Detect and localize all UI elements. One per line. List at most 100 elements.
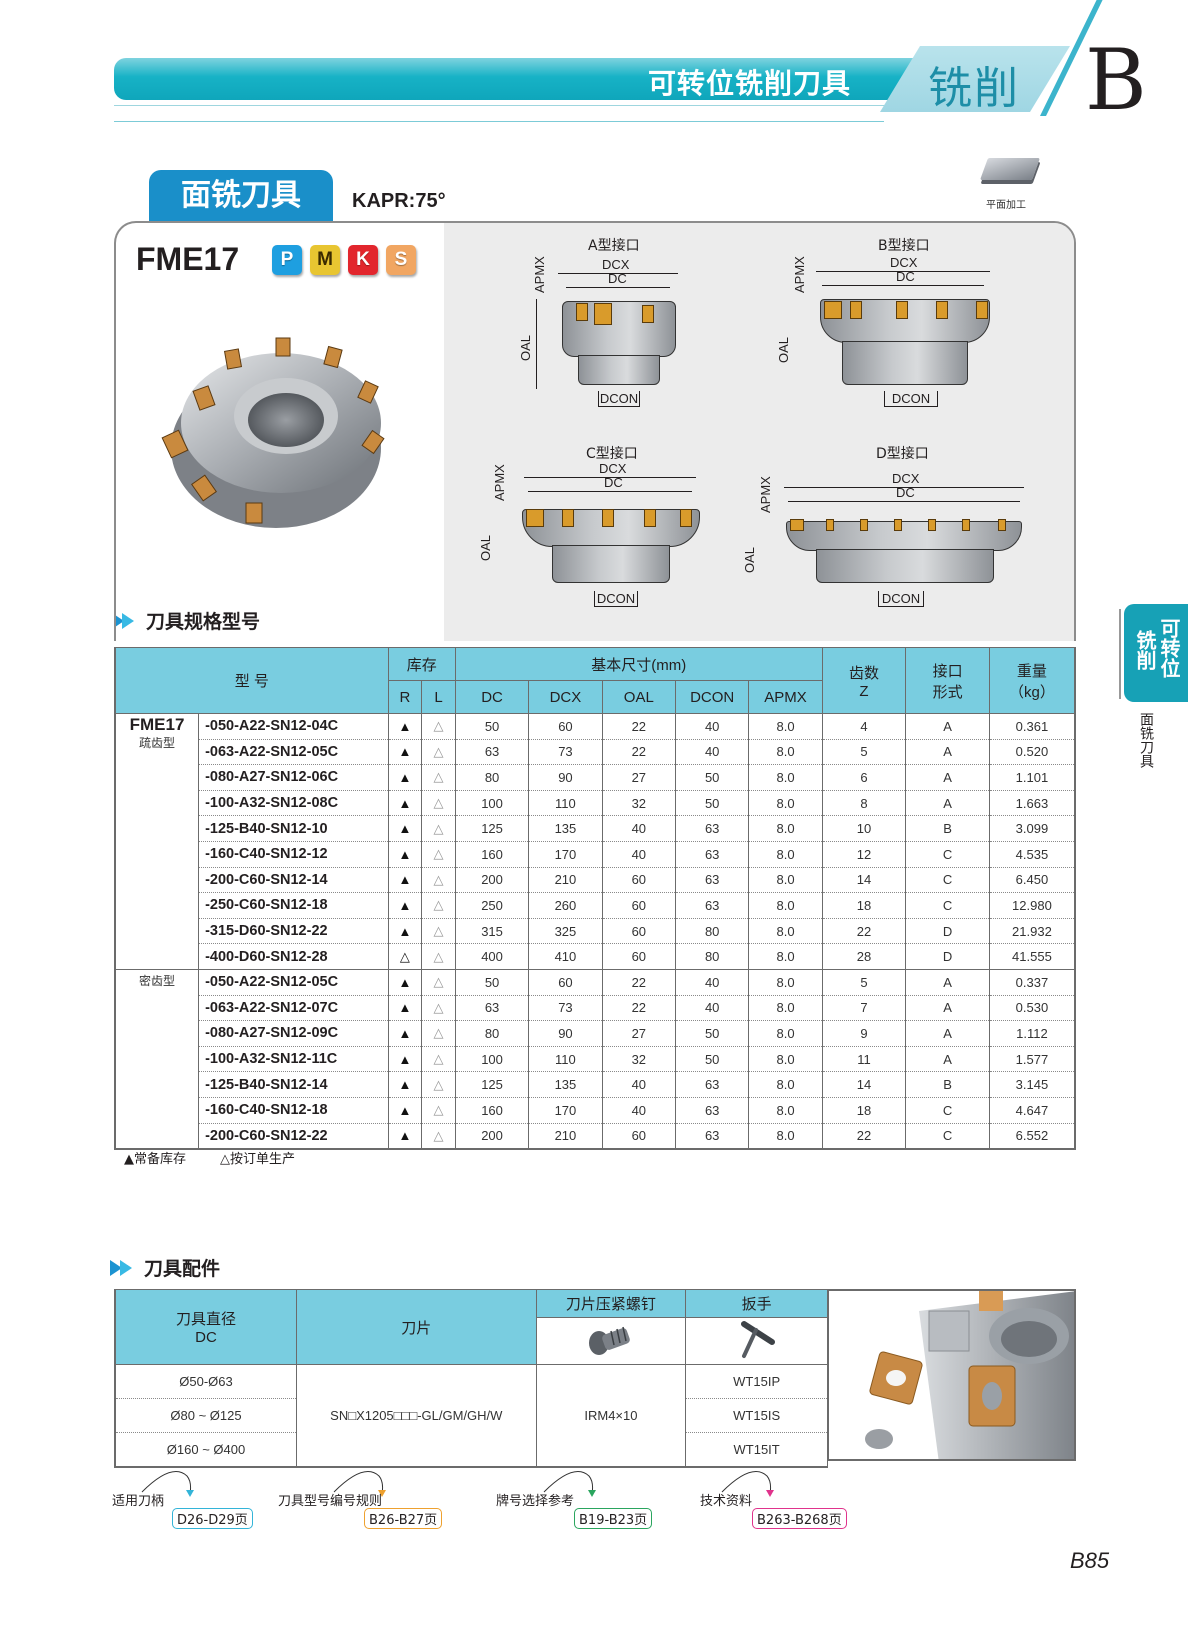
dcx-cell: 90 [528,1020,603,1047]
dc-cell: 100 [454,790,530,817]
series-cell: 密齿型 [114,969,200,1150]
oal-cell: 22 [601,969,676,996]
l-cell: △ [421,892,456,919]
r-cell: ▲ [387,867,423,894]
weight-cell: 0.361 [988,713,1076,740]
side-tab-subcategory: 面铣刀具 [1138,712,1154,768]
reference-label: 牌号选择参考 [496,1494,575,1509]
accessories-section-heading: 刀具配件 [110,1254,220,1281]
insert-icon [962,519,970,531]
dcx-cell: 110 [528,790,603,817]
r-cell: ▲ [387,1123,423,1150]
apmx-cell: 8.0 [748,943,823,970]
r-cell: ▲ [387,815,423,842]
insert-icon [576,303,588,321]
dc-cell: 400 [454,943,530,970]
iface-cell: C [905,1123,990,1150]
dim-apmx: APMX [758,476,773,513]
weight-cell: 12.980 [988,892,1076,919]
wrench-cell: WT15IS [685,1398,828,1433]
reference-pages[interactable]: D26-D29页 [172,1508,253,1529]
oal-cell: 40 [601,815,676,842]
model-code: -250-C60-SN12-18 [198,892,389,919]
dim-line [524,477,696,478]
model-code: -080-A27-SN12-06C [198,764,389,791]
header-title: 可转位铣削刀具 [648,67,852,100]
r-cell: ▲ [387,995,423,1022]
insert-icon [644,509,656,527]
model-code: -125-B40-SN12-14 [198,1071,389,1098]
wrench-cell: WT15IT [685,1432,828,1468]
dc-cell: 63 [454,995,530,1022]
l-cell: △ [421,969,456,996]
reference-pages[interactable]: B19-B23页 [574,1508,653,1529]
weight-cell: 6.450 [988,867,1076,894]
dc-cell: 250 [454,892,530,919]
weight-cell: 1.663 [988,790,1076,817]
dcon-cell: 63 [674,892,750,919]
reference-pages[interactable]: B26-B27页 [364,1508,443,1529]
dc-cell: 200 [454,1123,530,1150]
diagram-type-d: D型接口 DCX DC APMX OAL DCON [736,437,1036,627]
accessories-section-title: 刀具配件 [144,1258,221,1280]
oal-cell: 40 [601,841,676,868]
oal-cell: 32 [601,790,676,817]
iface-cell: C [905,1097,990,1124]
weight-cell: 41.555 [988,943,1076,970]
dc-cell: 200 [454,867,530,894]
dc-cell: 125 [454,815,530,842]
diameter-label: 刀具直径 [176,1311,237,1328]
r-cell: ▲ [387,969,423,996]
z-cell: 18 [821,892,907,919]
iface-cell: A [905,995,990,1022]
r-cell: ▲ [387,790,423,817]
oal-cell: 60 [601,918,676,945]
header-category: 铣削 [928,63,1020,114]
col-header-dcx: DCX [528,680,603,714]
insert-icon [824,301,842,319]
z-cell: 14 [821,867,907,894]
r-cell: ▲ [387,764,423,791]
dim-apmx: APMX [532,256,547,293]
dcx-cell: 135 [528,1071,603,1098]
model-code: -050-A22-SN12-04C [198,713,389,740]
dcon-cell: 63 [674,815,750,842]
l-cell: △ [421,1020,456,1047]
dcon-cell: 40 [674,995,750,1022]
l-cell: △ [421,918,456,945]
reference-pages[interactable]: B263-B268页 [752,1508,847,1529]
z-cell: 11 [821,1046,907,1073]
l-cell: △ [421,1097,456,1124]
stock-legend: ▲常备库存 △按订单生产 [124,1148,295,1167]
weight-cell: 6.552 [988,1123,1076,1150]
application-label: 平面加工 [986,200,1026,211]
dcx-cell: 60 [528,969,603,996]
apmx-cell: 8.0 [748,713,823,740]
z-cell: 7 [821,995,907,1022]
dcx-cell: 60 [528,713,603,740]
iface-cell: D [905,943,990,970]
dim-dc: DC [604,475,623,490]
diagram-title: A型接口 [588,238,640,254]
dim-dc: DC [896,269,915,284]
iface-cell: B [905,1071,990,1098]
curved-arrow-icon [141,1471,194,1497]
dim-oal: OAL [776,336,791,363]
diagram-type-b: B型接口 DCX DC APMX OAL DCON [776,229,1006,419]
dim-line [816,271,990,272]
diameter-cell: Ø160 ~ Ø400 [114,1432,298,1468]
insert-icon [928,519,936,531]
insert-icon [896,301,908,319]
dcx-cell: 90 [528,764,603,791]
apmx-cell: 8.0 [748,739,823,766]
apmx-cell: 8.0 [748,841,823,868]
side-tab-category[interactable]: 可转位 铣削 [1124,604,1188,702]
wrench-cell: WT15IP [685,1364,828,1399]
header-band [114,58,914,100]
oal-cell: 60 [601,867,676,894]
